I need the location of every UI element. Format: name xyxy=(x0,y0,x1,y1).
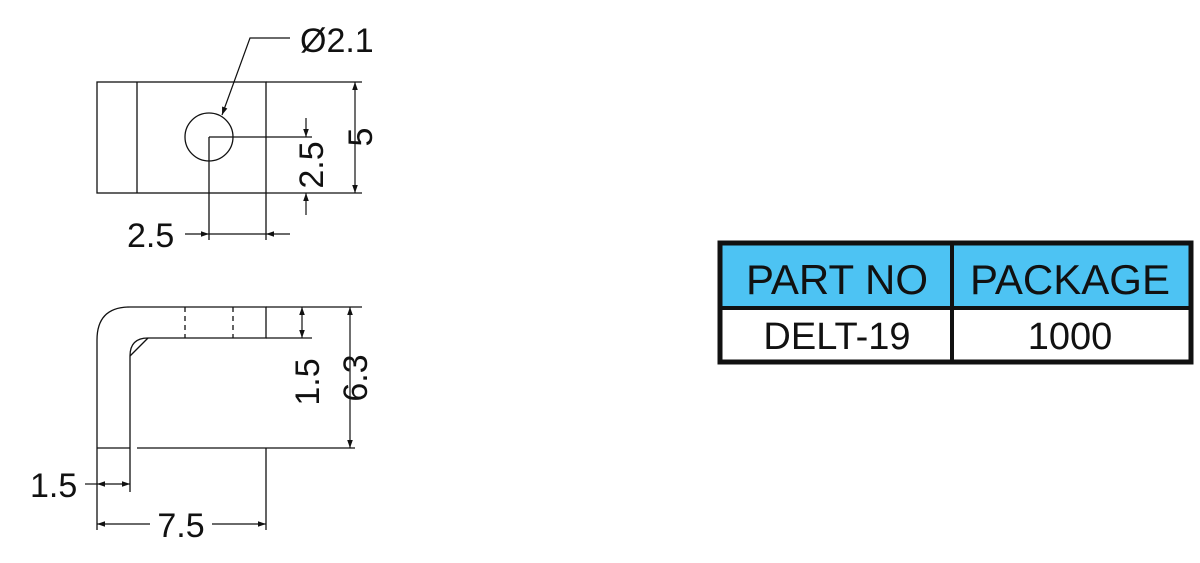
top-view xyxy=(96,81,362,240)
side-thickness-label: 1.5 xyxy=(289,358,327,405)
leg-thickness-label: 1.5 xyxy=(30,467,77,505)
table-border xyxy=(717,240,1194,365)
table-header-part-no: PART NO xyxy=(746,256,928,303)
table-header-package: PACKAGE xyxy=(970,256,1170,303)
hole-x-dimension: 2.5 xyxy=(127,217,290,255)
leg-thickness-dimension: 1.5 xyxy=(30,467,130,505)
table-row-bg xyxy=(722,308,1189,360)
table-cell-part-no: DELT-19 xyxy=(763,316,910,358)
hole-y-label: 2.5 xyxy=(293,141,331,188)
table-header-bg-package xyxy=(952,245,1189,308)
hole-y-dimension: 2.5 xyxy=(293,118,331,215)
hole-diameter-dimension: Ø2.1 xyxy=(221,22,374,116)
side-height-label: 6.3 xyxy=(337,354,375,401)
length-label: 7.5 xyxy=(157,507,204,545)
side-view-inner-bend xyxy=(129,337,149,357)
top-height-dimension: 5 xyxy=(342,82,380,193)
hole-leader-line xyxy=(221,37,290,116)
length-dimension: 7.5 xyxy=(97,507,266,545)
hole-diameter-label: Ø2.1 xyxy=(300,22,374,60)
side-height-dimension: 6.3 xyxy=(337,307,375,448)
side-view xyxy=(96,306,362,530)
hole-x-label: 2.5 xyxy=(127,217,174,255)
top-height-label: 5 xyxy=(342,128,380,147)
side-thickness-dimension: 1.5 xyxy=(289,307,327,406)
side-view-profile xyxy=(96,306,267,448)
part-table: PART NO PACKAGE DELT-19 1000 xyxy=(717,240,1194,365)
table-header-bg-part-no xyxy=(722,245,952,308)
table-cell-package: 1000 xyxy=(1028,316,1113,358)
